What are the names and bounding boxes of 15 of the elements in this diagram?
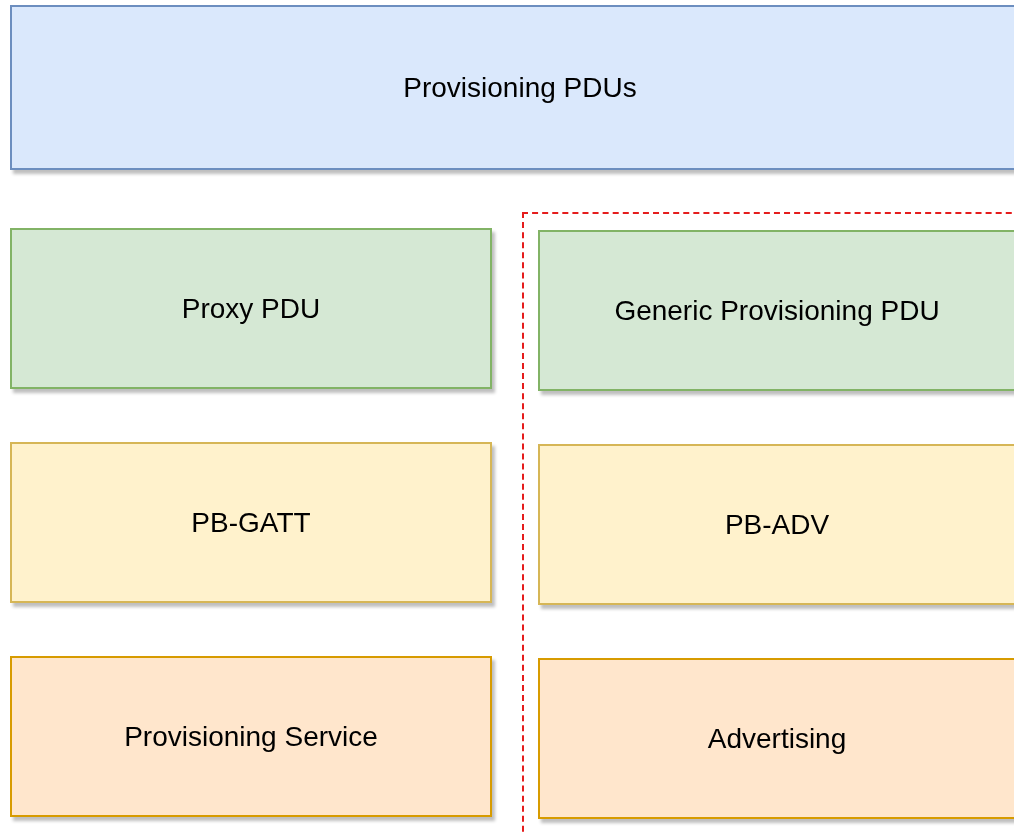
box-label: Generic Provisioning PDU (614, 294, 940, 327)
layer-box (538, 230, 1014, 391)
box-label: PB-GATT (191, 506, 311, 539)
layer-box (10, 5, 1014, 170)
layer-box (10, 228, 492, 389)
box-label: Provisioning PDUs (403, 71, 637, 104)
box-label: PB-ADV (724, 508, 830, 541)
layer-box (10, 442, 492, 603)
box-label: Advertising (707, 722, 847, 755)
dashed-group-frame (522, 212, 1014, 832)
box-label: Proxy PDU (181, 292, 321, 325)
layer-box (10, 656, 492, 817)
box-label: Provisioning Service (124, 720, 378, 753)
layer-box (538, 444, 1014, 605)
layer-box (538, 658, 1014, 819)
